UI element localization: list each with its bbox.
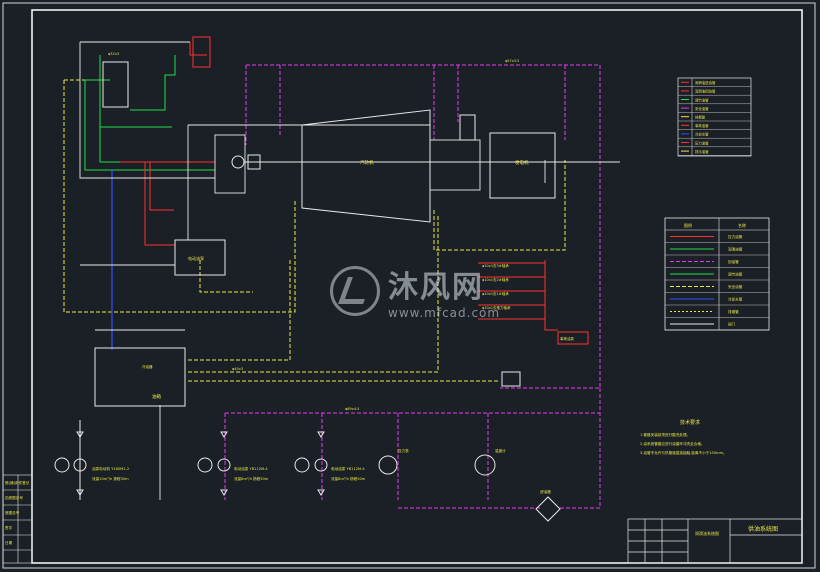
legend-top-label: 润滑油进油管 xyxy=(695,80,716,85)
oil-filter-label: 滤油器 xyxy=(540,489,551,494)
oil-cooler-label: 冷油器 xyxy=(142,364,153,369)
pump2-label: 电动油泵 YB112M-4 xyxy=(234,466,268,471)
pump1-label: 油泵电动机 Y160M1-2 xyxy=(92,466,129,471)
legend-top-label: 安全油管 xyxy=(695,106,709,111)
legend-right-label: 冷却水管 xyxy=(728,297,743,302)
note-3: 3.油管不允许与热管道直接接触,距离不小于150mm。 xyxy=(640,450,727,455)
legend-top-label: 排烟管 xyxy=(695,115,706,120)
pipe-lube xyxy=(63,79,566,382)
legend-top-label: 压力油管 xyxy=(695,140,709,145)
notes-title: 技术要求 xyxy=(680,419,700,426)
legend-right-label: 回油管 xyxy=(728,259,739,264)
watermark-brand: 沐风网 xyxy=(388,270,484,305)
gear-box-icon xyxy=(459,114,476,141)
front-bearing-box xyxy=(214,134,246,194)
side-block-label-1: 借(通)用件登记 xyxy=(5,480,30,485)
note-2: 2.油系统管路应进行油循环冲洗至合格。 xyxy=(640,441,705,446)
return-label-2: φ10x1去2#轴承 xyxy=(482,277,509,282)
side-block-label-3: 底图总号 xyxy=(5,510,20,515)
legend-right-label: 阀门 xyxy=(728,322,736,327)
legend-top-label: 事故油管 xyxy=(695,123,709,128)
legend-header-symbol: 图例 xyxy=(684,222,692,228)
legend-right-label: 排烟管 xyxy=(728,309,739,314)
return-label-1: φ10x1去3#轴承 xyxy=(482,263,509,268)
legend-top-label: 冷却水管 xyxy=(695,132,709,137)
watermark-url: www.mfcad.com xyxy=(388,306,501,320)
pump-1 xyxy=(54,420,87,500)
legend-right-label: 安全油管 xyxy=(728,284,743,289)
turbine-body xyxy=(301,109,431,223)
title-block-name: 润滑油系统图 xyxy=(695,530,719,536)
thermometer-icon xyxy=(474,454,496,476)
pipe-label-top: φ57x3.5 xyxy=(505,59,519,63)
return-label-3: φ10x1去1#轴承 xyxy=(482,291,509,296)
side-block-label-2: 旧底图总号 xyxy=(5,495,23,500)
mfcad-logo-icon xyxy=(330,266,380,316)
side-block-label-5: 日期 xyxy=(5,540,13,545)
aux-oil-pump-label: 电动油泵 xyxy=(188,255,204,261)
gauge2-label: 温度计 xyxy=(495,448,506,453)
side-block xyxy=(2,474,33,564)
main-oil-pump xyxy=(102,61,129,108)
oil-filter-icon xyxy=(535,496,561,522)
pump2-spec: 流量8m³/h 扬程50m xyxy=(234,476,269,481)
legend-header-name: 名称 xyxy=(738,222,746,228)
legend-right-label: 润滑油管 xyxy=(728,247,743,252)
pipe-green xyxy=(84,55,215,171)
pipe-top-label-a: φ32x3 xyxy=(108,52,119,56)
oil-tank xyxy=(94,347,186,407)
gauge1-label: 压力表 xyxy=(398,448,409,453)
coupling-icon xyxy=(247,154,261,170)
governor-icon xyxy=(231,155,245,169)
side-block-label-4: 签字 xyxy=(5,525,13,530)
legend-top-label: 润滑油回油管 xyxy=(695,89,716,94)
generator-body xyxy=(489,132,556,199)
pump1-spec: 流量10m³/h 扬程30m xyxy=(92,476,129,481)
pump-2 xyxy=(197,431,231,496)
turbine-label: 汽轮机 xyxy=(360,159,374,166)
accident-pump-label: 事故油泵 xyxy=(560,336,574,341)
legend-top-label: 排污油管 xyxy=(695,149,709,154)
legend-right-label: 压力油管 xyxy=(728,234,743,239)
rear-bearing-box xyxy=(429,139,481,191)
pump3-label: 电动油泵 YB112M-4 xyxy=(331,466,365,471)
legend-top-label: 调节油管 xyxy=(695,97,709,102)
pump-3 xyxy=(294,431,328,496)
accident-pump-box xyxy=(557,331,589,345)
pump3-spec: 流量8m³/h 扬程50m xyxy=(331,476,366,481)
note-1: 1.管路安装前须进行酸洗处理。 xyxy=(640,432,690,437)
legend-right-label: 调节油管 xyxy=(728,272,743,277)
generator-label: 发电机 xyxy=(515,159,529,166)
pipe-label-mid: φ45x3 xyxy=(232,367,243,371)
return-label-4: φ10x1去推力轴承 xyxy=(482,305,511,310)
watermark: 沐风网 www.mfcad.com xyxy=(330,262,500,320)
inner-border xyxy=(31,9,803,564)
oil-tank-label: 油箱 xyxy=(152,393,161,400)
filter-block-top xyxy=(192,36,211,68)
pressure-gauge-icon xyxy=(378,455,398,475)
pipe-red xyxy=(120,42,558,331)
relief-valve-icon xyxy=(501,371,521,387)
pipe-top-header xyxy=(224,64,601,509)
title-block-drawing: 供油系统图 xyxy=(748,525,778,533)
aux-oil-pump-box xyxy=(174,239,226,276)
title-block xyxy=(627,518,803,564)
pipe-label-low: φ89x4.5 xyxy=(345,407,359,411)
